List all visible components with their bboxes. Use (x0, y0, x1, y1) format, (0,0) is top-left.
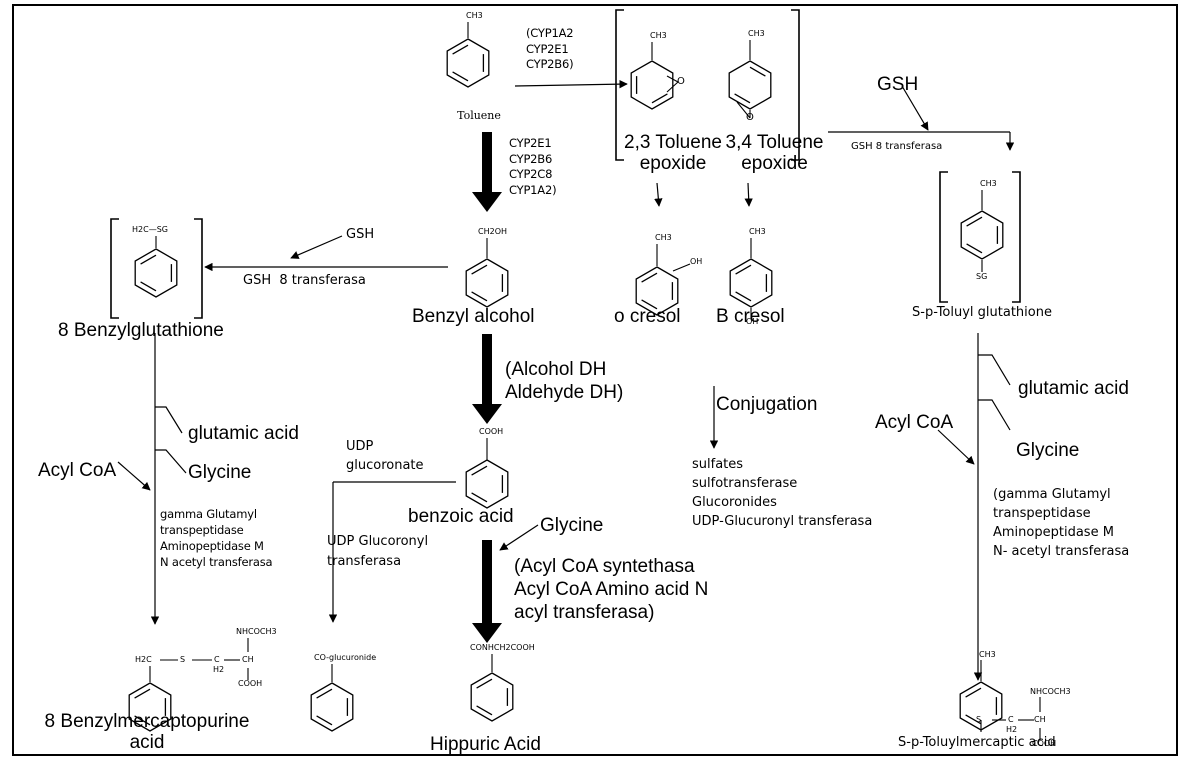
mercaptopurine-h2c: H2C (135, 655, 152, 664)
toluyl-glutathione-label: S-p-Toluyl glutathione (912, 305, 1052, 320)
o-cresol-label: o cresol (614, 306, 681, 327)
toluyl-ch3: CH3 (980, 179, 997, 188)
toluylmercaptic-label: S-p-Toluylmercaptic acid (898, 735, 1056, 750)
o-cresol-ch3: CH3 (655, 233, 672, 242)
glucuronide-ring (310, 682, 354, 732)
glucuronide-co: CO-glucuronide (314, 653, 377, 662)
glycine-right-cofactor: Glycine (1016, 440, 1080, 461)
mercaptopurine-ch: CH (242, 655, 254, 664)
epoxide-23-label: 2,3 Toluene epoxide (624, 132, 722, 175)
mercaptic-c: C (1008, 715, 1014, 724)
acyl-coa-right-cofactor: Acyl CoA (875, 412, 954, 433)
mercaptic-h2: H2 (1006, 725, 1018, 734)
p-cresol-label: B cresol (716, 306, 785, 327)
benzylglutathione-ring (134, 248, 178, 298)
mercaptic-nhcoch3: NHCOCH3 (1030, 687, 1071, 696)
gsh-left-cofactor: GSH (346, 227, 375, 242)
alcohol-dh-enzymes: (Alcohol DH Aldehyde DH) (505, 359, 624, 403)
toluene-label: Toluene (457, 109, 501, 122)
p-cresol-ring (729, 258, 773, 308)
reaction-arrows (117, 79, 1015, 681)
mercaptic-ch3: CH3 (979, 650, 996, 659)
gsh-transferase-right: GSH 8 transferasa (851, 141, 943, 152)
epoxide34-ch3: CH3 (748, 29, 765, 38)
cyp-top-enzymes: (CYP1A2 CYP2E1 CYP2B6) (526, 26, 574, 72)
epoxide34-oxygen: O (746, 112, 754, 123)
benzoic-acid-ring (465, 459, 509, 509)
udp-transferase-enzyme: UDP Glucoronyl transferasa (327, 534, 429, 569)
gsh-right-cofactor: GSH (877, 74, 919, 95)
gsh-transferase-left: GSH 8 transferasa (243, 273, 366, 288)
glycine-mid-cofactor: Glycine (540, 515, 604, 536)
peptidase-right-enzymes: (gamma Glutamyl transpeptidase Aminopept… (993, 487, 1130, 559)
substituent-bonds (149, 22, 1041, 740)
o-cresol-oh: OH (690, 257, 703, 266)
benzoic-cooh: COOH (479, 427, 504, 436)
benzyl-alcohol-ch2oh: CH2OH (478, 227, 508, 236)
udp-glucoronate-cofactor: UDP glucoronate (346, 439, 424, 473)
epoxide34-ring (728, 60, 772, 110)
mercaptic-cooh: COOH (1032, 739, 1057, 748)
glutamic-left-cofactor: glutamic acid (188, 423, 299, 444)
glycine-left-cofactor: Glycine (188, 462, 252, 483)
epoxide23-ring (630, 60, 674, 110)
mercaptopurine-h2: H2 (213, 665, 225, 674)
conjugation-label: Conjugation (716, 394, 818, 415)
diagram-frame (12, 4, 1178, 756)
benzyl-alcohol-label: Benzyl alcohol (412, 306, 535, 327)
mercaptopurine-ring (128, 682, 172, 732)
mercaptopurine-nhcoch3: NHCOCH3 (236, 627, 277, 636)
hippuric-acid-ring (470, 672, 514, 722)
epoxide23-ch3: CH3 (650, 31, 667, 40)
epoxide-34-label: 3,4 Toluene epoxide (725, 132, 824, 175)
mercaptopurine-cooh: COOH (238, 679, 263, 688)
o-cresol-ring (635, 266, 679, 316)
acyl-coa-left-cofactor: Acyl CoA (38, 460, 117, 481)
benzylglutathione-label: 8 Benzylglutathione (58, 320, 224, 341)
cyp-down-enzymes: CYP2E1 CYP2B6 CYP2C8 CYP1A2) (509, 136, 557, 197)
p-cresol-oh: OH (746, 317, 759, 326)
conjugation-products: sulfates sulfotransferase Glucoronides U… (692, 457, 873, 529)
acyl-synthetase-enzymes: (Acyl CoA syntethasa Acyl CoA Amino acid… (514, 556, 709, 623)
mercaptic-ch: CH (1034, 715, 1046, 724)
peptidase-left-enzymes: gamma Glutamyl transpeptidase Aminopepti… (160, 507, 273, 569)
mercaptic-s: S (976, 715, 982, 724)
main-path-arrows (472, 132, 502, 643)
toluene-ring (446, 38, 490, 88)
p-cresol-ch3: CH3 (749, 227, 766, 236)
benzyl-alcohol-ring (465, 258, 509, 308)
mercaptopurine-s: S (180, 655, 186, 664)
toluene-ch3: CH3 (466, 11, 483, 20)
hippuric-acid-label: Hippuric Acid (430, 734, 541, 755)
toluyl-glutathione-ring (960, 210, 1004, 260)
glutamic-right-cofactor: glutamic acid (1018, 378, 1129, 399)
mercaptopurine-c: C (214, 655, 220, 664)
hippuric-conhch2cooh: CONHCH2COOH (470, 643, 535, 652)
toluyl-sg: SG (976, 272, 988, 281)
benzylglutathione-h2c-sg: H2C—SG (132, 225, 168, 234)
benzylmercaptopurine-label: 8 Benzylmercaptopurine acid (44, 711, 250, 753)
benzoic-acid-label: benzoic acid (408, 506, 514, 527)
epoxide23-oxygen: O (677, 76, 685, 87)
benzene-rings (128, 38, 1004, 732)
intermediate-brackets (110, 9, 1021, 319)
